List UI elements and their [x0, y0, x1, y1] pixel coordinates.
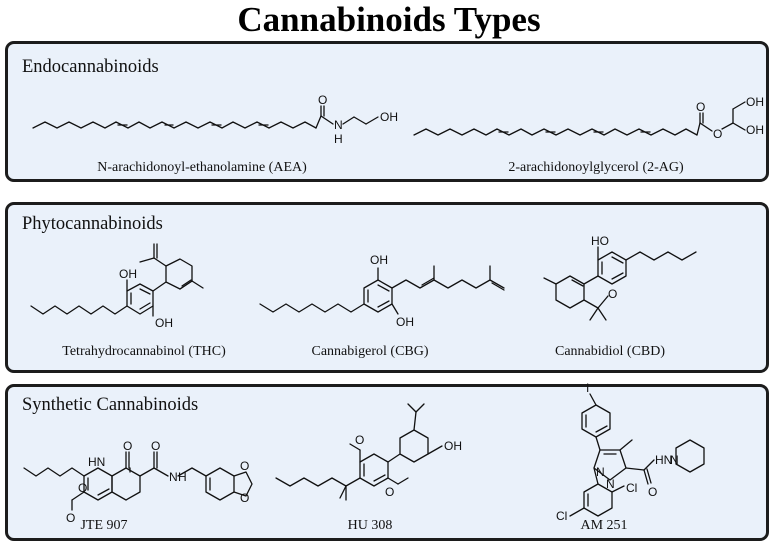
cbd-atom-o: O — [608, 287, 617, 301]
caption-cbg: Cannabigerol (CBG) — [311, 344, 429, 359]
am-atom-hn: HN — [655, 453, 672, 467]
cbd-atom-ho: HO — [591, 234, 609, 248]
2ag-atom-o2: O — [713, 127, 722, 141]
panel-title-phytocannabinoids: Phytocannabinoids — [22, 214, 163, 234]
thc-atom-oh2: OH — [155, 316, 173, 330]
jte-atom-hn: HN — [88, 455, 105, 469]
hu-atom-oh: OH — [444, 439, 462, 453]
panel-title-synthetic-cannabinoids: Synthetic Cannabinoids — [22, 395, 199, 415]
jte-atom-o4: O — [240, 491, 249, 505]
jte-atom-o6: O — [66, 511, 75, 525]
aea-atom-n: N — [334, 118, 343, 132]
cbg-atom-oh2: OH — [396, 315, 414, 329]
caption-2ag: 2-arachidonoylglycerol (2-AG) — [508, 160, 684, 175]
am-atom-cl2: Cl — [626, 481, 637, 495]
caption-jte907: JTE 907 — [80, 518, 128, 533]
cbg-atom-oh1: OH — [370, 253, 388, 267]
aea-atom-o: O — [318, 93, 327, 107]
jte-atom-o1: O — [123, 439, 132, 453]
am-atom-i: I — [586, 381, 589, 395]
jte-atom-n: N — [169, 470, 178, 484]
am-atom-n1: N — [606, 477, 615, 491]
jte-atom-o3: O — [240, 459, 249, 473]
panel-synthetic-cannabinoids: Synthetic Cannabinoids — [5, 384, 769, 541]
aea-atom-oh: OH — [380, 110, 398, 124]
hu-atom-o2: O — [385, 485, 394, 499]
jte-atom-o5: O — [78, 481, 87, 495]
am-atom-o: O — [648, 485, 657, 499]
2ag-atom-oh2: OH — [746, 123, 764, 137]
caption-am251: AM 251 — [580, 518, 628, 533]
caption-cbd: Cannabidiol (CBD) — [554, 344, 666, 359]
hu-atom-o1: O — [355, 433, 364, 447]
am-atom-n3: N — [670, 453, 679, 467]
caption-aea: N-arachidonoyl-ethanolamine (AEA) — [97, 160, 307, 175]
diagram-title: Cannabinoids Types — [237, 0, 541, 39]
jte-atom-h: H — [178, 470, 187, 484]
am-atom-n2: N — [596, 465, 605, 479]
2ag-atom-oh1: OH — [746, 95, 764, 109]
panel-title-endocannabinoids: Endocannabinoids — [22, 57, 159, 77]
jte-atom-o2: O — [151, 439, 160, 453]
aea-atom-h: H — [334, 132, 343, 146]
panel-endocannabinoids: Endocannabinoids — [5, 41, 769, 182]
caption-thc: Tetrahydrocannabinol (THC) — [62, 344, 226, 359]
2ag-atom-o1: O — [696, 100, 705, 114]
am-atom-cl1: Cl — [556, 509, 567, 523]
thc-atom-oh1: OH — [119, 267, 137, 281]
caption-hu308: HU 308 — [347, 518, 393, 533]
